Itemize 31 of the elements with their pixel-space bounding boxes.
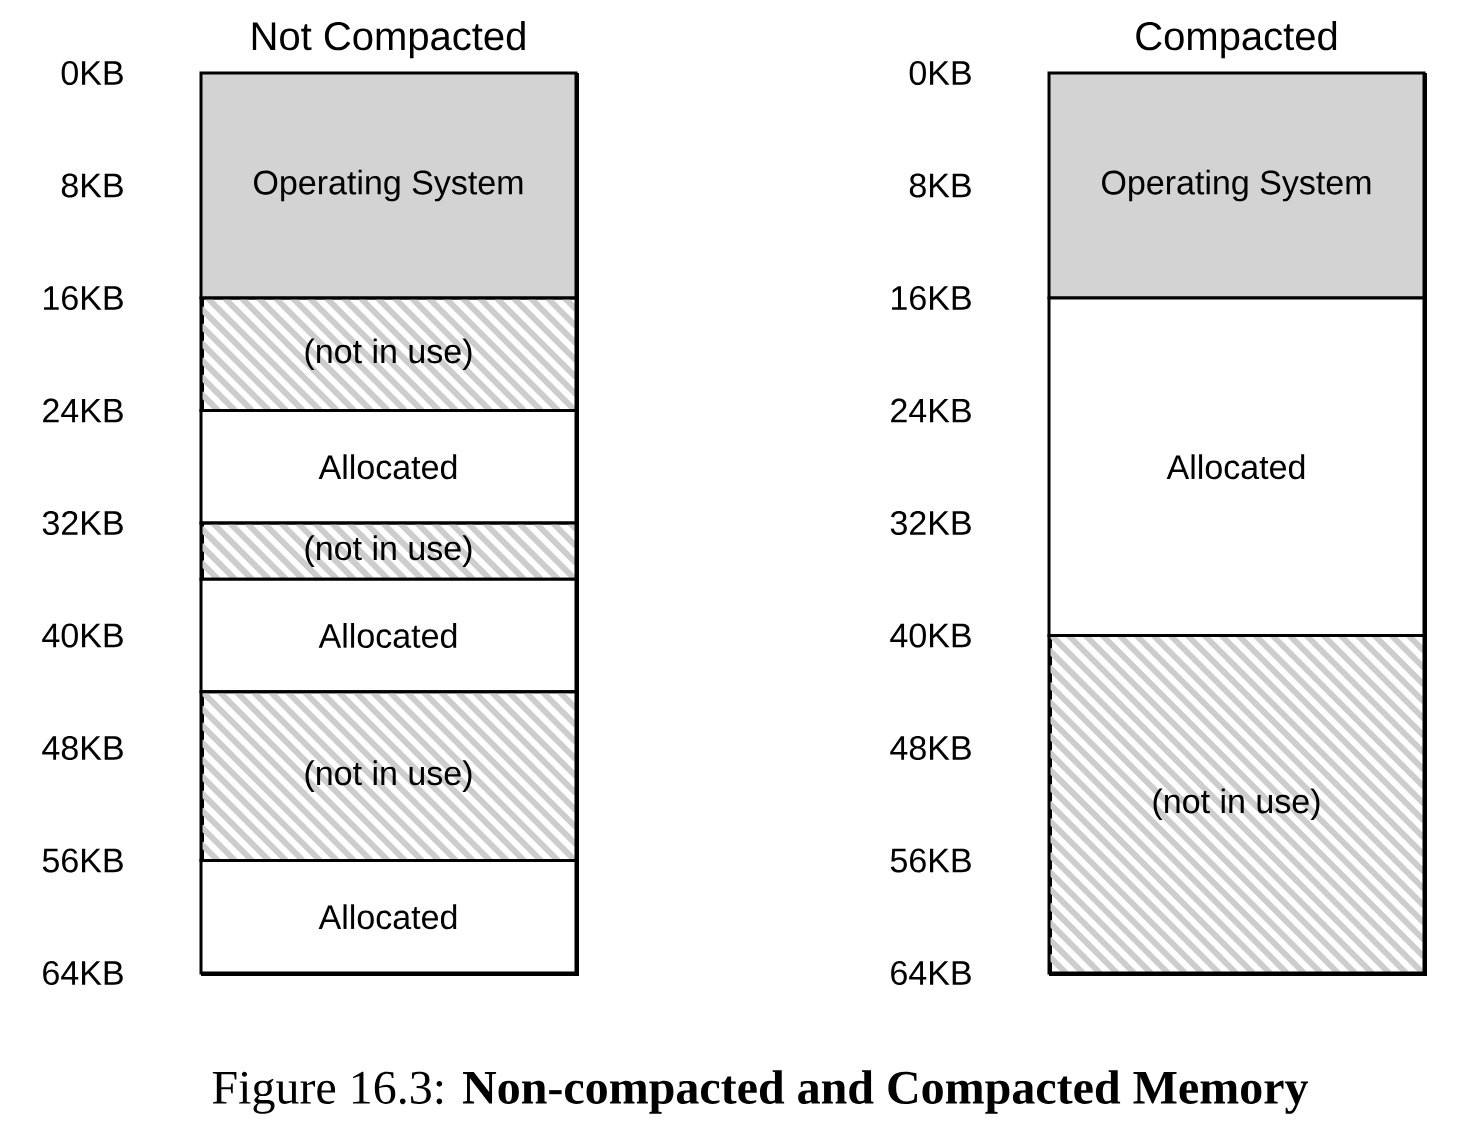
memory-block: Allocated: [199, 859, 578, 975]
hatched-block: (not in use): [199, 296, 578, 412]
address-label: 16KB: [44, 285, 123, 311]
address-label: 24KB: [43, 398, 123, 423]
address-label: 8KB: [909, 173, 971, 198]
address-label: 8KB: [61, 173, 123, 198]
hatched-block: (not in use): [199, 521, 578, 581]
address-label: 64KB: [43, 960, 123, 986]
address-label: 32KB: [890, 510, 971, 536]
address-label: 56KB: [42, 848, 123, 873]
memory-block: Operating System: [1047, 71, 1426, 300]
node-label: Not Compacted: [252, 21, 525, 59]
address-label: 0KB: [61, 60, 123, 86]
address-label: 32KB: [42, 510, 123, 536]
hatched-block: (not in use): [1047, 634, 1426, 975]
memory-block: Operating System: [199, 71, 578, 300]
address-label: 24KB: [891, 398, 971, 423]
address-label: 48KB: [890, 735, 971, 761]
address-label: 0KB: [909, 60, 971, 86]
hatched-block: (not in use): [199, 690, 578, 862]
address-label: 56KB: [890, 848, 971, 873]
address-label: 48KB: [42, 735, 123, 761]
address-label: 40KB: [890, 623, 971, 648]
address-label: 40KB: [42, 623, 123, 648]
memory-block: Allocated: [199, 409, 578, 525]
memory-block: Allocated: [1047, 296, 1426, 637]
address-label: 64KB: [891, 960, 971, 986]
address-label: 16KB: [892, 285, 971, 311]
memory-block: Allocated: [199, 577, 578, 694]
node-label: Compacted: [1136, 21, 1337, 59]
caption: Figure 16.3: Non-compacted and Compacted Memory: [212, 1070, 1309, 1114]
